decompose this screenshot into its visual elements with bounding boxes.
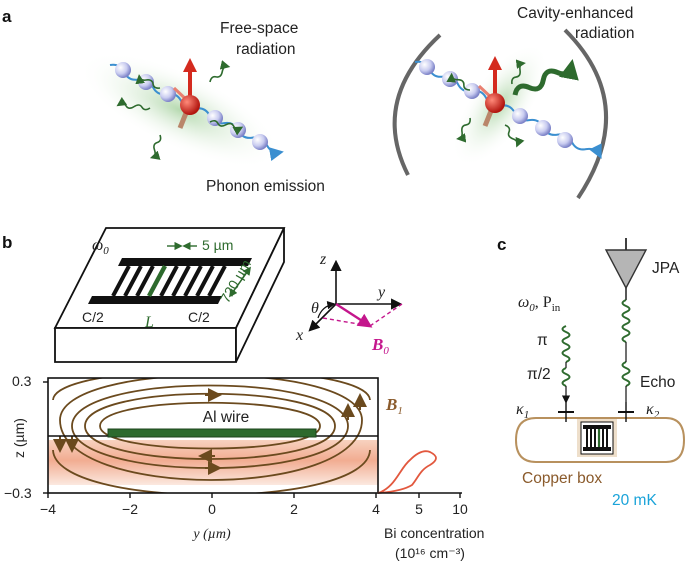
panel-b-letter: b	[2, 233, 12, 252]
z-tick-bottom: −0.3	[4, 485, 32, 501]
axes-3d: z y x θ B0	[295, 251, 402, 357]
conc-tick-5: 5	[415, 501, 423, 517]
free-space-label-1: Free-space	[220, 20, 298, 37]
panel-b: b 5 µm 720 µm ω0 C/2 C/2 L	[2, 228, 484, 561]
y-axis-label: y	[376, 284, 386, 301]
top-pad	[118, 258, 252, 266]
b0-label: B0	[371, 335, 389, 357]
y-tick-0: 0	[208, 501, 216, 517]
pi-pulse	[563, 326, 570, 362]
copper-box-label: Copper box	[522, 470, 602, 487]
z-tick-top: 0.3	[12, 373, 32, 389]
cap-right-label: C/2	[188, 309, 210, 325]
theta-label: θ	[311, 300, 319, 317]
panel-c: c JPA Echo ω0, Pin π π/2 κ1 κ2	[497, 235, 684, 509]
cavity-label-1: Cavity-enhanced	[517, 5, 633, 22]
field-plot: Al wire 0.3 −0.3 z (µm) −4 −2 0 2 4 y (µ…	[4, 370, 484, 561]
panel-a: a	[2, 5, 634, 198]
pi-label: π	[537, 332, 548, 349]
panel-c-letter: c	[497, 235, 506, 254]
kappa1-label: κ1	[516, 401, 529, 421]
y-tick-m4: −4	[40, 501, 56, 517]
inductor-label: L	[144, 314, 154, 331]
input-label: ω0, Pin	[518, 294, 561, 314]
pi-half-label: π/2	[527, 366, 551, 383]
y-tick-4: 4	[372, 501, 380, 517]
phonon-emission-label: Phonon emission	[206, 178, 325, 195]
chip-device: 5 µm 720 µm ω0 C/2 C/2 L	[55, 228, 284, 362]
cap-left-label: C/2	[82, 309, 104, 325]
chip-front	[55, 328, 236, 362]
cavity-label-2: radiation	[575, 25, 634, 42]
pi-half-pulse	[563, 368, 570, 386]
echo-signal-upper	[623, 300, 630, 342]
conc-title-2: (10¹⁶ cm⁻³)	[395, 545, 465, 561]
cavity-mirror-right	[565, 30, 606, 198]
x-axis-label: x	[295, 327, 303, 344]
dim-5um-label: 5 µm	[202, 237, 233, 253]
free-space-label-2: radiation	[236, 41, 295, 58]
bi-implant-region	[48, 440, 378, 485]
theta-arc	[318, 304, 334, 318]
jpa-amplifier-icon	[606, 250, 646, 288]
y-tick-m2: −2	[122, 501, 138, 517]
z-axis-label: z	[319, 251, 327, 268]
al-wire-label: Al wire	[203, 409, 250, 426]
al-wire	[108, 429, 316, 437]
echo-signal	[623, 362, 630, 386]
panel-a-letter: a	[2, 7, 12, 26]
echo-label: Echo	[640, 374, 675, 391]
conc-title-1: Bi concentration	[384, 525, 484, 541]
bi-profile	[378, 451, 436, 493]
b1-label: B1	[385, 395, 403, 417]
free-space-illustration: Free-space radiation Phonon emission	[64, 20, 325, 195]
cavity-mirror-left	[395, 35, 440, 175]
jpa-label: JPA	[652, 260, 680, 277]
y-axis-title: y (µm)	[191, 527, 231, 542]
cavity-illustration: Cavity-enhanced radiation	[395, 5, 635, 198]
bottom-pad	[88, 296, 222, 304]
z-axis-title: z (µm)	[11, 418, 27, 458]
y-tick-2: 2	[290, 501, 298, 517]
conc-tick-10: 10	[452, 501, 468, 517]
temperature-label: 20 mK	[612, 492, 657, 509]
